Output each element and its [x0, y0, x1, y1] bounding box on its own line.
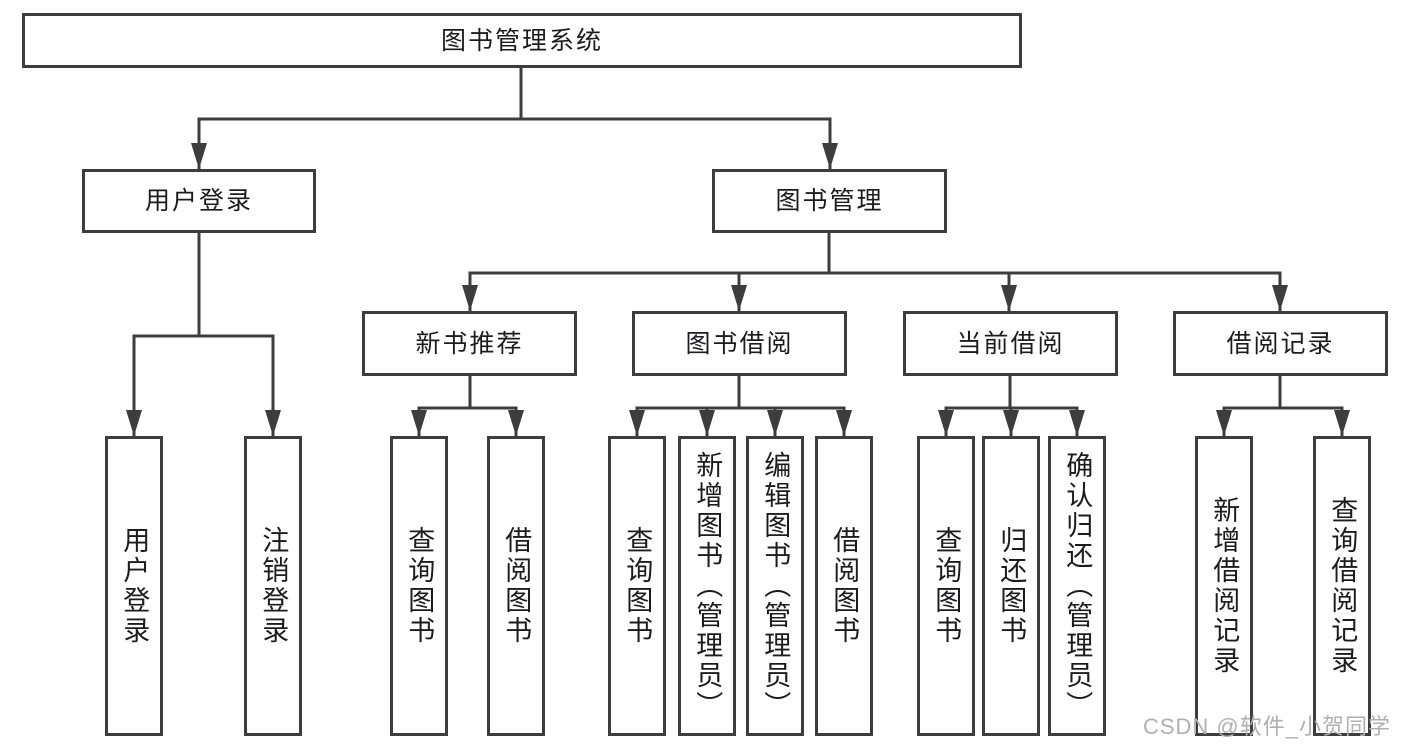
leaf-user-login: 用户登录 — [105, 436, 163, 736]
leaf-logout: 注销登录 — [244, 436, 302, 736]
node-root-system: 图书管理系统 — [22, 13, 1022, 68]
leaf-current-confirm-return-admin: 确认归还（管理员） — [1048, 436, 1106, 736]
arrowheads — [126, 143, 1350, 436]
node-user-login: 用户登录 — [82, 169, 316, 233]
node-new-book-recommend: 新书推荐 — [362, 311, 577, 376]
leaf-records-query-record: 查询借阅记录 — [1313, 436, 1371, 736]
leaf-current-return-books: 归还图书 — [982, 436, 1040, 736]
leaf-current-query-books: 查询图书 — [917, 436, 975, 736]
node-current-borrowing: 当前借阅 — [903, 311, 1118, 376]
node-borrowing-records: 借阅记录 — [1173, 311, 1388, 376]
leaf-borrowing-borrow-books: 借阅图书 — [815, 436, 873, 736]
csdn-watermark: CSDN @软件_小贺同学 — [1142, 714, 1391, 739]
leaf-newrec-query-books: 查询图书 — [390, 436, 448, 736]
leaf-borrowing-edit-books-admin: 编辑图书（管理员） — [746, 436, 804, 736]
leaf-records-add-record: 新增借阅记录 — [1195, 436, 1253, 736]
leaf-newrec-borrow-books: 借阅图书 — [487, 436, 545, 736]
leaf-borrowing-query-books: 查询图书 — [608, 436, 666, 736]
leaf-borrowing-add-books-admin: 新增图书（管理员） — [678, 436, 736, 736]
node-book-management: 图书管理 — [712, 169, 947, 233]
node-book-borrowing: 图书借阅 — [632, 311, 847, 376]
